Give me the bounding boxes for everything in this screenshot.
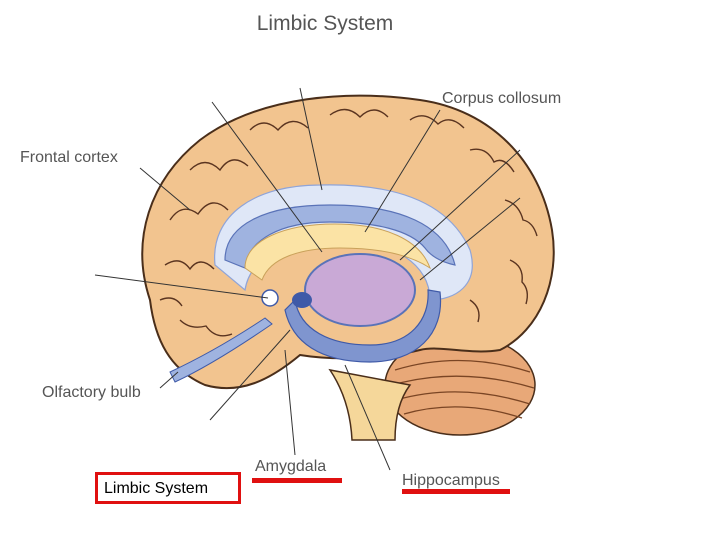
label-hippocampus: Hippocampus: [402, 472, 500, 489]
leader-lines: [94, 87, 521, 471]
amygdala-structure: [292, 292, 312, 308]
diagram-title: Limbic System: [257, 12, 394, 35]
thalamus: [304, 253, 416, 327]
caption-text: Limbic System: [104, 480, 209, 497]
label-olfactory-bulb: Olfactory bulb: [42, 384, 141, 401]
hippocampus-structure: [284, 289, 442, 363]
amygdala-underline: [252, 478, 342, 483]
olfactory-tract: [169, 317, 273, 383]
hippocampus-underline: [402, 489, 510, 494]
label-frontal-cortex: Frontal cortex: [20, 149, 118, 166]
label-amygdala: Amygdala: [255, 458, 326, 475]
label-corpus-collosum: Corpus collosum: [442, 90, 561, 107]
cortex-gyri: [159, 108, 538, 337]
fornix-region: [244, 223, 431, 281]
caption-box: Limbic System: [95, 472, 241, 504]
brainstem: [328, 368, 412, 441]
